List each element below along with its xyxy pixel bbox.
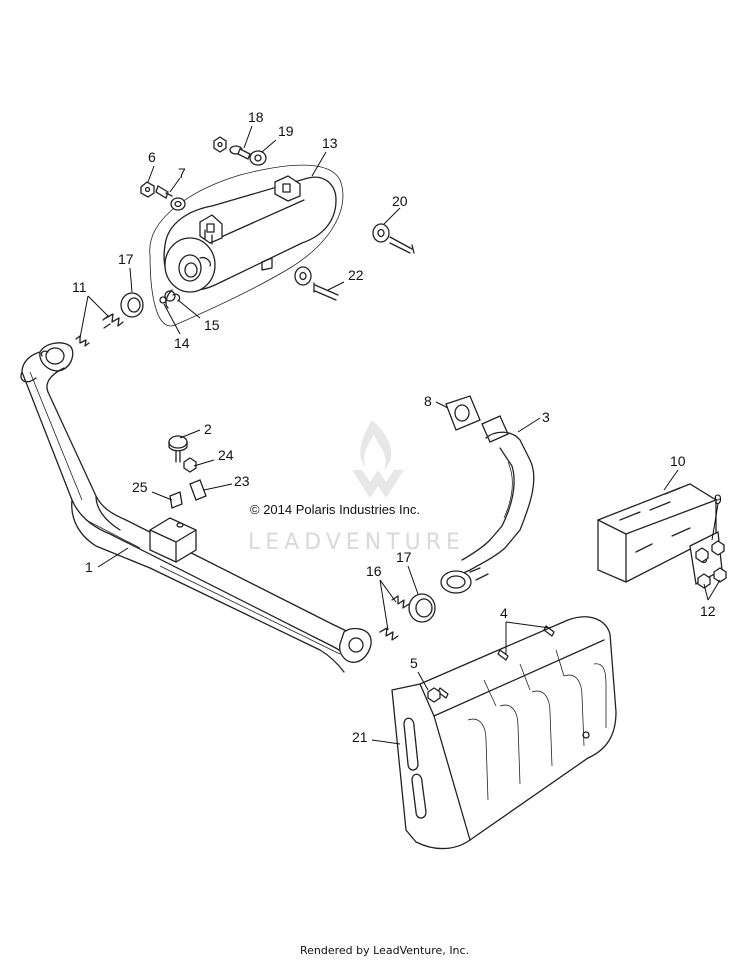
- leader-lines: [79, 125, 721, 745]
- fastener-6-7: [140, 181, 186, 211]
- nut-24: [183, 457, 197, 473]
- callout-16: 16: [366, 563, 382, 579]
- callout-20: 20: [392, 193, 408, 209]
- fastener-18-19: [213, 136, 267, 166]
- callout-12: 12: [700, 603, 716, 619]
- callout-19: 19: [278, 123, 294, 139]
- damper-2: [168, 435, 188, 463]
- muffler: [149, 164, 344, 327]
- watermark-text: LEADVENTURE: [248, 530, 465, 555]
- footer-credit: Rendered by LeadVenture, Inc.: [300, 944, 469, 957]
- callout-22: 22: [348, 267, 364, 283]
- callout-9: 9: [714, 491, 722, 507]
- callout-6: 6: [148, 149, 156, 165]
- callout-7: 7: [178, 165, 186, 181]
- callout-14: 14: [174, 335, 190, 351]
- exhaust-pipe-3: [440, 415, 535, 594]
- callout-labels: 1 2 3 4 5 6 7 8 9 10 11 12 13 14 15 16 1…: [72, 109, 722, 745]
- callout-17-upper: 17: [118, 251, 134, 267]
- callout-11: 11: [72, 279, 87, 295]
- callout-23: 23: [234, 473, 250, 489]
- callout-4: 4: [500, 605, 508, 621]
- nuts-12: [695, 540, 727, 589]
- grommet-bolt-22: [294, 266, 339, 301]
- seal-17-upper: [120, 292, 144, 318]
- spacer-23: [189, 479, 207, 501]
- callout-24: 24: [218, 447, 234, 463]
- callout-25: 25: [132, 479, 148, 495]
- clip-14-15: [159, 293, 181, 304]
- callout-8: 8: [424, 393, 432, 409]
- watermark-logo: [352, 420, 404, 498]
- callout-1: 1: [85, 559, 93, 575]
- callout-18: 18: [248, 109, 264, 125]
- callout-15: 15: [204, 317, 220, 333]
- copyright-notice: © 2014 Polaris Industries Inc.: [250, 502, 420, 517]
- grommet-bolt-20: [372, 223, 415, 254]
- nut-5: [427, 687, 441, 703]
- callout-13: 13: [322, 135, 338, 151]
- spring-16: [379, 595, 410, 641]
- spring-11: [75, 313, 124, 347]
- callout-2: 2: [204, 421, 212, 437]
- gasket-8: [445, 395, 481, 431]
- callout-17-lower: 17: [396, 549, 412, 565]
- callout-5: 5: [410, 655, 418, 671]
- head-pipe: [20, 342, 372, 673]
- callout-10: 10: [670, 453, 686, 469]
- callout-3: 3: [542, 409, 550, 425]
- seal-17-lower: [408, 593, 436, 623]
- heat-shield-21: [391, 616, 617, 850]
- nut-25: [169, 491, 183, 509]
- callout-21: 21: [352, 729, 368, 745]
